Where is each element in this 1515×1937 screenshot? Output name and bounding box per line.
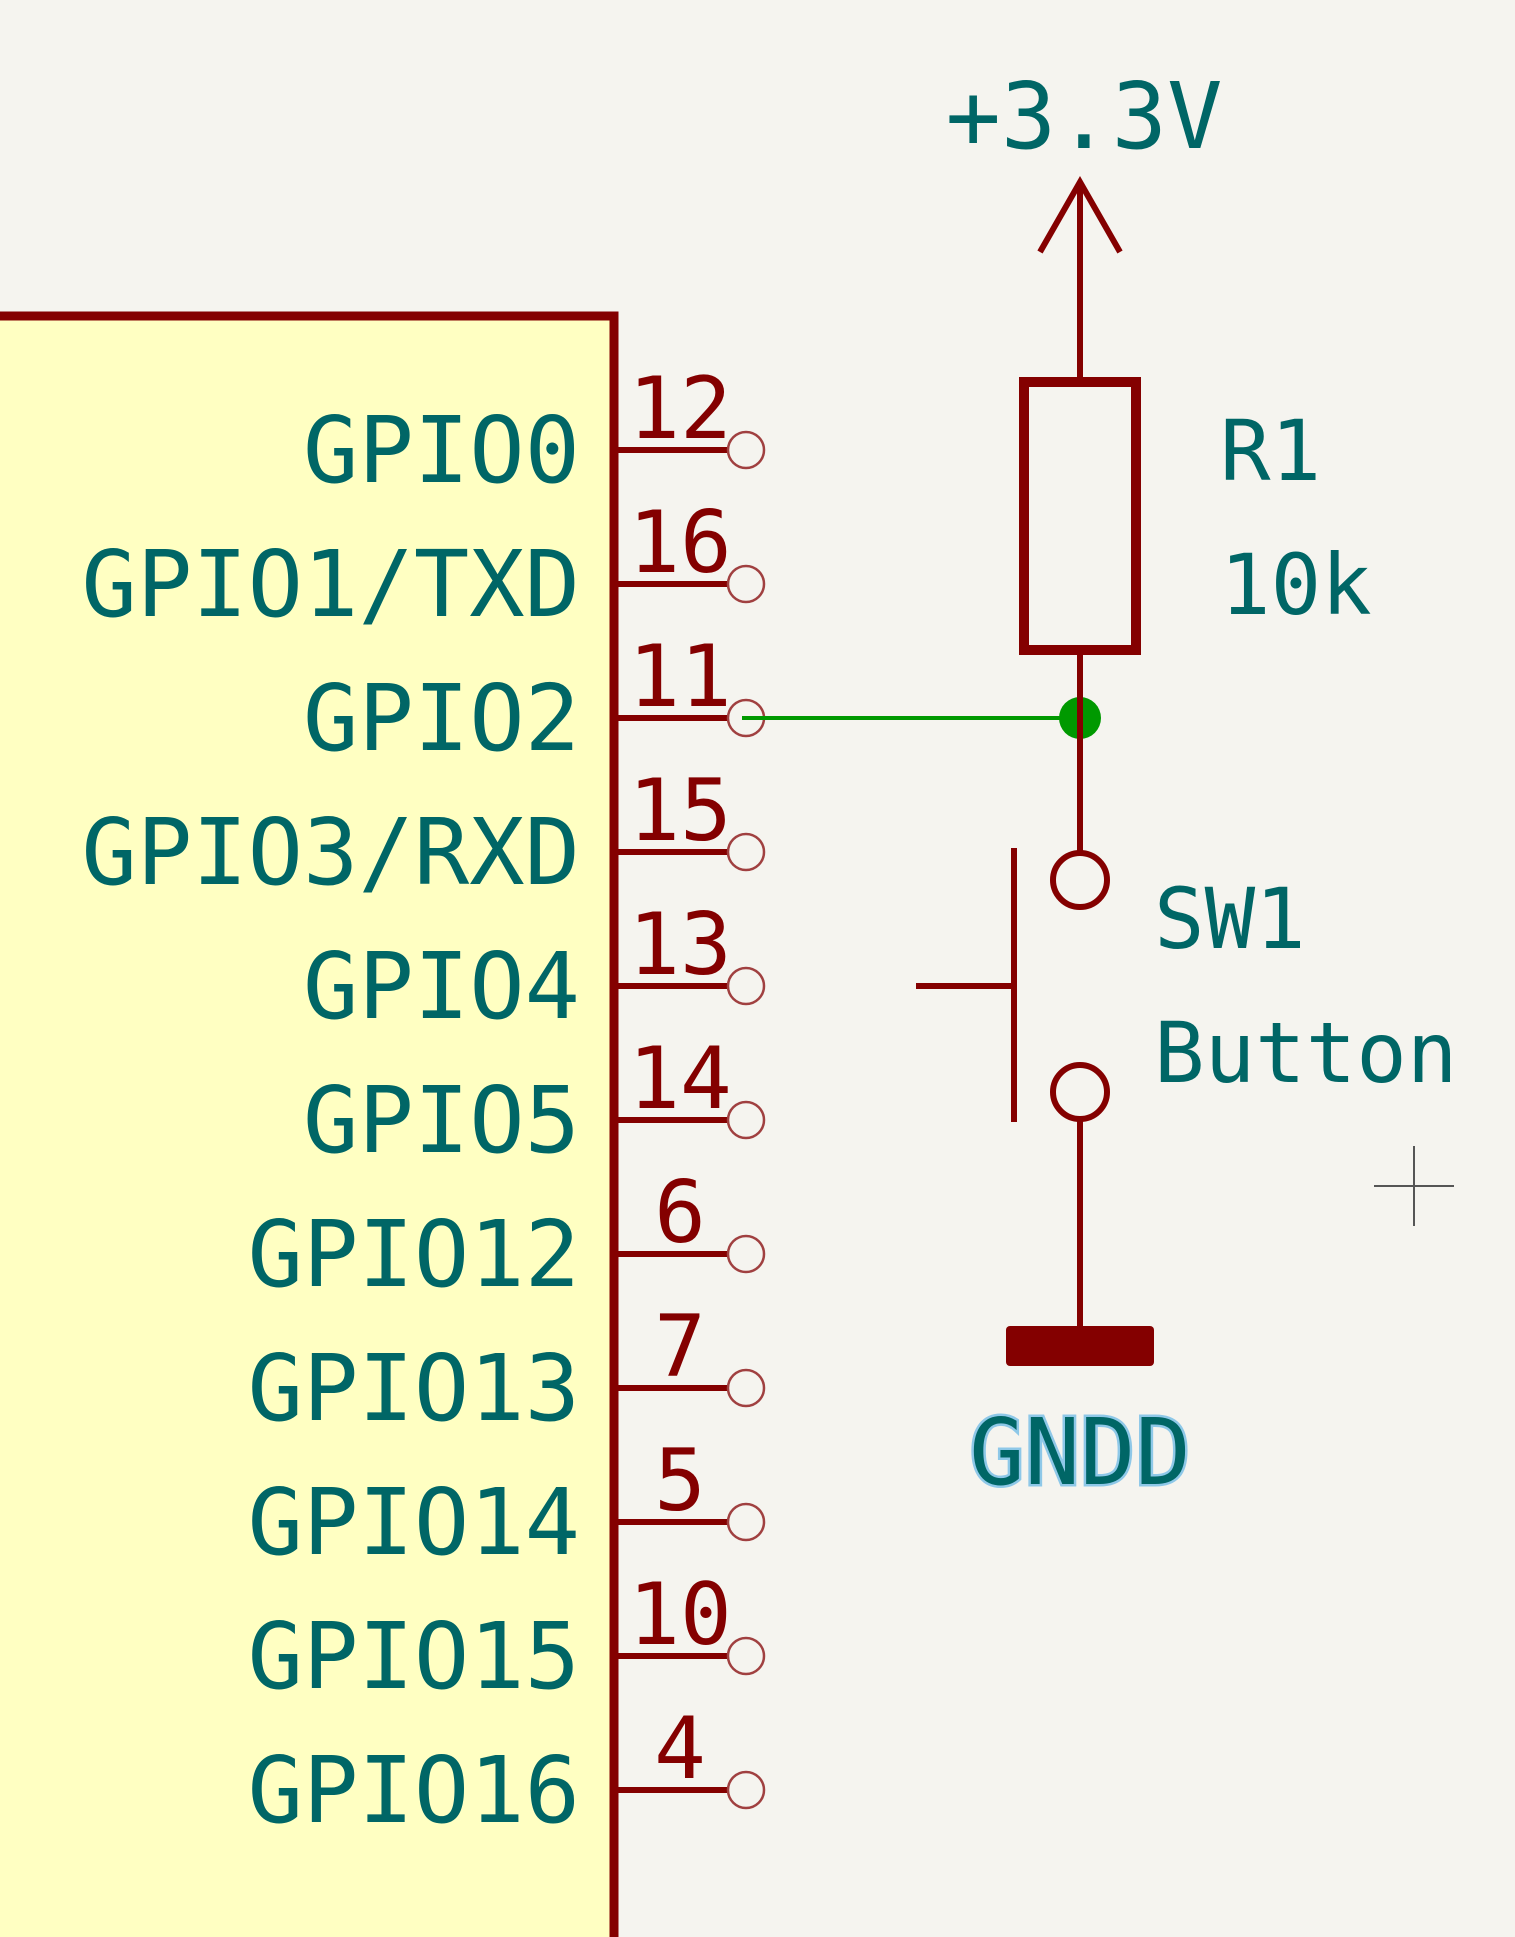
unconnected-pin-marker[interactable] bbox=[726, 1368, 766, 1408]
ground-symbol[interactable]: GNDD bbox=[967, 1326, 1193, 1509]
pin-number: 14 bbox=[628, 1029, 732, 1129]
ic-pin[interactable]: 7 GPIO13 bbox=[248, 1297, 766, 1442]
cursor-crosshair-icon bbox=[1374, 1146, 1454, 1226]
pin-name: GPIO16 bbox=[248, 1737, 580, 1844]
switch-contact-top bbox=[1050, 850, 1110, 910]
unconnected-pin-marker[interactable] bbox=[726, 1100, 766, 1140]
ground-label: GNDD bbox=[969, 1399, 1191, 1506]
ic-pin[interactable]: 12 GPIO0 bbox=[303, 359, 766, 504]
pin-number: 15 bbox=[628, 761, 732, 861]
pin-number: 4 bbox=[654, 1699, 706, 1799]
pin-name: GPIO15 bbox=[248, 1603, 580, 1710]
pin-number: 12 bbox=[628, 359, 732, 459]
power-label: +3.3V bbox=[946, 63, 1223, 170]
pin-name: GPIO14 bbox=[248, 1469, 580, 1576]
pin-name: GPIO12 bbox=[248, 1201, 580, 1308]
pin-name: GPIO4 bbox=[303, 933, 580, 1040]
ic-pin[interactable]: 6 GPIO12 bbox=[248, 1163, 766, 1308]
ic-pin[interactable]: 4 GPIO16 bbox=[248, 1699, 766, 1844]
ground-bar bbox=[1006, 1326, 1154, 1366]
ic-body bbox=[0, 311, 619, 1937]
ic-pin[interactable]: 14 GPIO5 bbox=[303, 1029, 766, 1174]
ic-pin[interactable]: 5 GPIO14 bbox=[248, 1431, 766, 1576]
ic-pins: 12GPIO016GPIO1/TXD11GPIO215GPIO3/RXD13GP… bbox=[82, 359, 766, 1844]
unconnected-pin-marker[interactable] bbox=[726, 430, 766, 470]
pin-number: 10 bbox=[628, 1565, 732, 1665]
ic-pin[interactable]: 15 GPIO3/RXD bbox=[82, 761, 766, 906]
unconnected-pin-marker[interactable] bbox=[726, 1502, 766, 1542]
ic-pin[interactable]: 16 GPIO1/TXD bbox=[82, 493, 766, 638]
switch-contact-bottom bbox=[1050, 1062, 1110, 1122]
pin-name: GPIO3/RXD bbox=[82, 799, 581, 906]
ic-pin[interactable]: 11 GPIO2 bbox=[303, 627, 766, 772]
pin-name: GPIO5 bbox=[303, 1067, 580, 1174]
pin-number: 13 bbox=[628, 895, 732, 995]
pin-name: GPIO0 bbox=[303, 397, 580, 504]
pin-name: GPIO13 bbox=[248, 1335, 580, 1442]
pin-number: 11 bbox=[628, 627, 732, 727]
resistor-body bbox=[1019, 377, 1141, 655]
pin-number: 7 bbox=[654, 1297, 706, 1397]
switch-reference: SW1 bbox=[1154, 870, 1306, 968]
power-arrow-head bbox=[1037, 175, 1123, 254]
unconnected-pin-marker[interactable] bbox=[726, 1234, 766, 1274]
unconnected-pin-marker[interactable] bbox=[726, 1636, 766, 1676]
ic-pin[interactable]: 10 GPIO15 bbox=[248, 1565, 766, 1710]
resistor-r1[interactable]: R1 10k bbox=[1019, 377, 1372, 718]
unconnected-pin-marker[interactable] bbox=[726, 564, 766, 604]
switch-sw1[interactable]: SW1 Button bbox=[916, 718, 1457, 1330]
ic-pin[interactable]: 13 GPIO4 bbox=[303, 895, 766, 1040]
ic-symbol[interactable] bbox=[0, 311, 619, 1937]
resistor-reference: R1 bbox=[1220, 402, 1321, 500]
switch-value: Button bbox=[1154, 1004, 1457, 1102]
pin-name: GPIO1/TXD bbox=[82, 531, 581, 638]
pin-number: 5 bbox=[654, 1431, 706, 1531]
unconnected-pin-marker[interactable] bbox=[726, 966, 766, 1006]
unconnected-pin-marker[interactable] bbox=[726, 1770, 766, 1810]
pin-number: 6 bbox=[654, 1163, 706, 1263]
power-symbol[interactable]: +3.3V bbox=[946, 63, 1223, 380]
pin-name: GPIO2 bbox=[303, 665, 580, 772]
pin-number: 16 bbox=[628, 493, 732, 593]
resistor-value: 10k bbox=[1220, 536, 1372, 634]
unconnected-pin-marker[interactable] bbox=[726, 832, 766, 872]
